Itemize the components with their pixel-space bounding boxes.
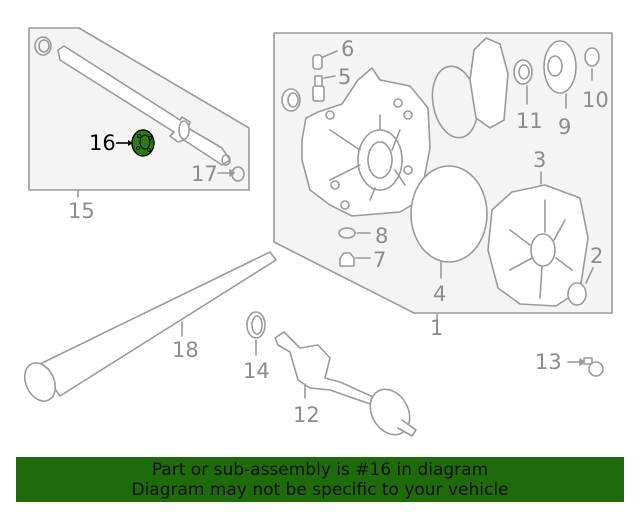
callout-18[interactable]: 18 (172, 338, 199, 362)
callout-12[interactable]: 12 (293, 403, 320, 427)
callout-13[interactable]: 13 (535, 350, 562, 374)
callout-4[interactable]: 4 (433, 282, 447, 306)
parts-diagram (23, 27, 613, 437)
callout-1[interactable]: 1 (430, 316, 444, 340)
callout-16-highlighted[interactable]: 16 (89, 131, 116, 155)
part-18-shaft (23, 251, 277, 402)
banner-line-part-number: Part or sub-assembly is #16 in diagram (151, 460, 489, 480)
callout-8[interactable]: 8 (375, 224, 389, 248)
callout-3[interactable]: 3 (533, 148, 547, 172)
callout-6[interactable]: 6 (341, 37, 355, 61)
callout-5[interactable]: 5 (338, 65, 352, 89)
sub-assembly-15-panel (28, 27, 250, 198)
callout-2[interactable]: 2 (590, 244, 604, 268)
assembly-1-panel (273, 32, 613, 321)
callout-14[interactable]: 14 (243, 359, 270, 383)
callout-15[interactable]: 15 (68, 199, 95, 223)
banner-line-disclaimer: Diagram may not be specific to your vehi… (131, 480, 509, 500)
callout-17[interactable]: 17 (191, 162, 218, 186)
part-12-axle (274, 331, 417, 437)
callout-9[interactable]: 9 (558, 115, 572, 139)
callout-11[interactable]: 11 (516, 109, 543, 133)
callout-10[interactable]: 10 (582, 88, 609, 112)
info-banner: Part or sub-assembly is #16 in diagram D… (16, 457, 624, 502)
callout-7[interactable]: 7 (373, 248, 387, 272)
part-16-bearing-highlighted (116, 129, 155, 157)
